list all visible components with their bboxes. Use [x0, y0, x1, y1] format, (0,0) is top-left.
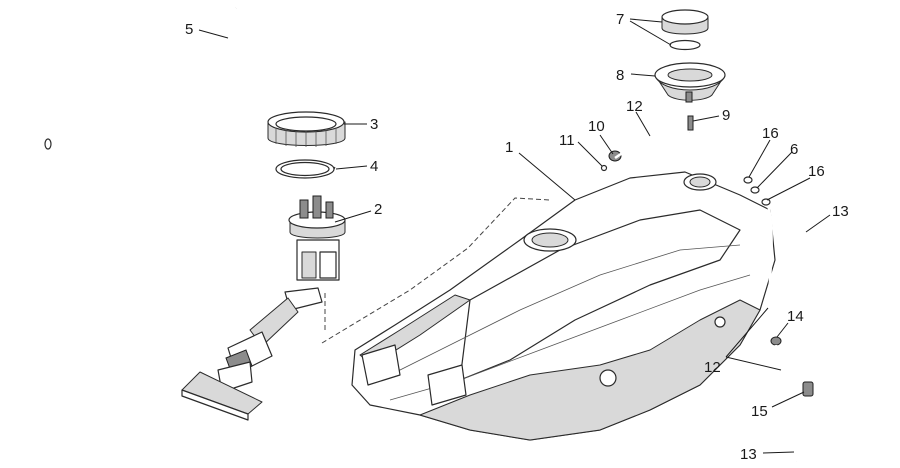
fuel-tank-part	[351, 171, 776, 441]
callout-13-upper: 13	[832, 203, 849, 220]
hose-clip-part	[608, 150, 622, 162]
inline-valve-part	[770, 336, 806, 388]
callout-14: 14	[787, 308, 804, 325]
leader-lines	[198, 18, 831, 454]
filler-flange-part	[654, 62, 726, 103]
tee-connector-part	[802, 381, 814, 397]
fitting-part	[687, 115, 694, 131]
callout-12-upper: 12	[626, 98, 643, 115]
callout-4: 4	[370, 158, 378, 175]
o-ring-lower-part	[761, 198, 771, 206]
callout-5: 5	[185, 21, 193, 38]
callout-11: 11	[559, 132, 575, 149]
callout-6: 6	[790, 141, 798, 158]
callout-16-left: 16	[762, 125, 779, 142]
clamp-part	[750, 186, 760, 194]
vent-hose-part	[44, 5, 240, 153]
drain-hose-part	[689, 130, 814, 463]
alignment-line-left	[321, 197, 551, 344]
fuel-pump-part	[181, 195, 346, 421]
callout-10: 10	[588, 118, 605, 135]
o-ring-upper-part	[743, 176, 753, 184]
seal-ring-part	[275, 159, 335, 179]
callout-1: 1	[505, 139, 513, 156]
callout-12-lower: 12	[704, 359, 721, 376]
callout-7: 7	[616, 11, 624, 28]
lock-ring-part	[267, 111, 346, 147]
callout-2: 2	[374, 201, 382, 218]
callout-8: 8	[616, 67, 624, 84]
callout-13-lower: 13	[740, 446, 757, 463]
callout-15: 15	[751, 403, 768, 420]
callout-labels: 1 2 3 4 5 6 7 8 9 10 11 12 12 13 13 14 1…	[185, 11, 849, 463]
small-washer-part	[600, 164, 608, 172]
callout-3: 3	[370, 116, 378, 133]
callout-9: 9	[722, 107, 730, 124]
fuel-cap-part	[661, 9, 709, 51]
callout-16-right: 16	[808, 163, 825, 180]
